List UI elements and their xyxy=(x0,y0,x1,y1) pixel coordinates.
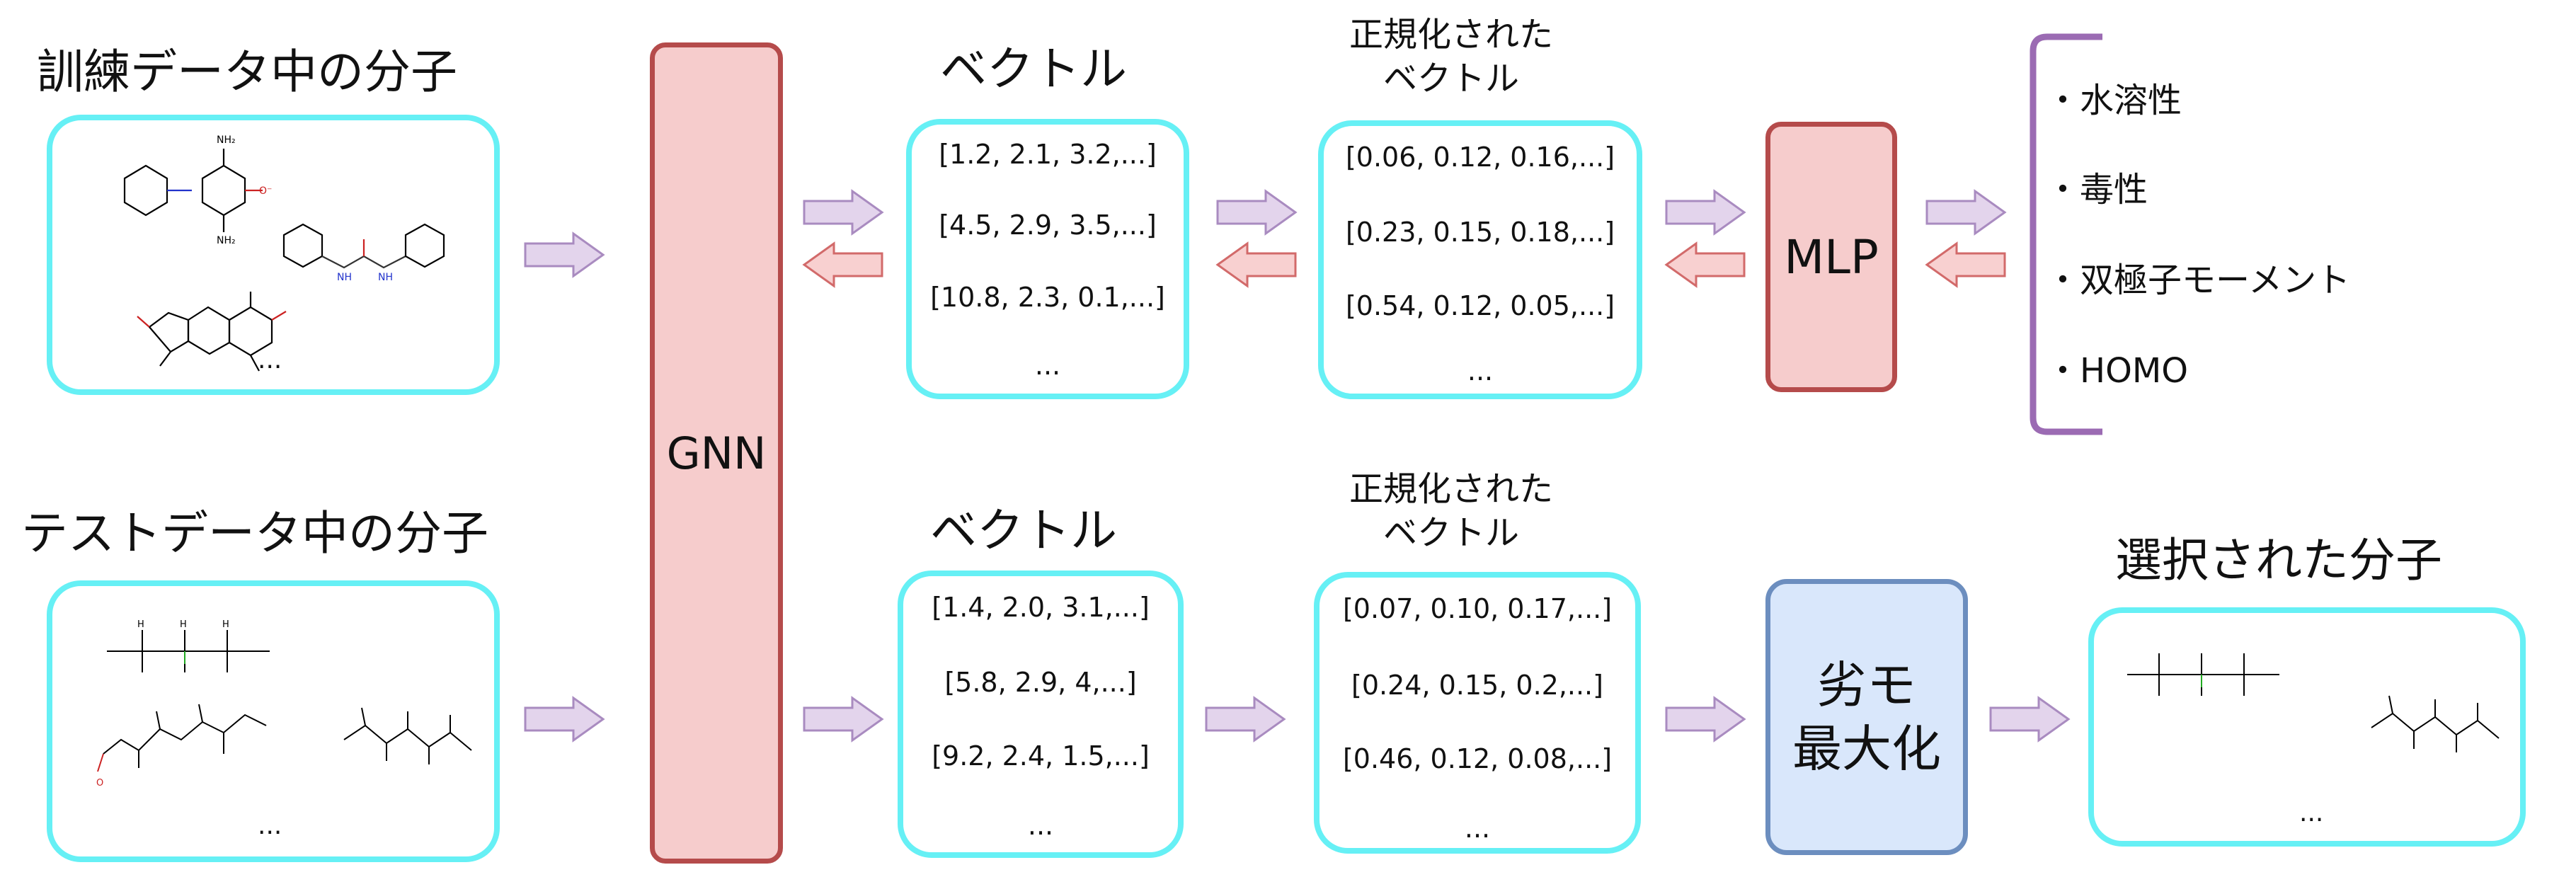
arrow-submodular-to-selected xyxy=(1989,697,2070,742)
arrow-vector-to-normalized-top xyxy=(1216,190,1297,235)
normalized-heading-top: 正規化された ベクトル xyxy=(1349,15,1553,98)
vector-heading-bottom: ベクトル xyxy=(930,503,1117,558)
property-item-1: ・水溶性 xyxy=(2046,81,2182,120)
arrow-mlp-to-properties xyxy=(1925,190,2006,235)
vector-row-top-3: [10.8, 2.3, 0.1,...] xyxy=(930,282,1165,313)
arrow-normalized-to-vector-top xyxy=(1216,242,1297,287)
normalized-row-bottom-3: [0.46, 0.12, 0.08,...] xyxy=(1342,743,1613,774)
arrow-train-to-gnn xyxy=(524,232,605,277)
piperidine-ring xyxy=(123,164,168,217)
vector-row-bottom-2: [5.8, 2.9, 4,...] xyxy=(944,667,1137,698)
arrow-test-to-gnn xyxy=(524,697,605,742)
vector-heading-top: ベクトル xyxy=(940,42,1127,96)
gnn-label: GNN xyxy=(666,427,767,479)
property-item-2: ・毒性 xyxy=(2046,170,2148,210)
property-item-3: ・双極子モーメント xyxy=(2046,260,2351,300)
arrow-normalized-to-submodular xyxy=(1665,697,1746,742)
arrow-properties-to-mlp xyxy=(1925,242,2006,287)
vector-box-bottom: [1.4, 2.0, 3.1,...] [5.8, 2.9, 4,...] [9… xyxy=(898,571,1184,858)
selected-molecules-heading: 選択された分子 xyxy=(2115,533,2442,587)
arrow-normalized-to-mlp xyxy=(1665,190,1746,235)
train-molecules-box: NH₂ O⁻ NH₂ NH NH ... xyxy=(47,115,500,395)
vector-row-top-1: [1.2, 2.1, 3.2,...] xyxy=(939,139,1157,170)
submodular-maximization-label: 劣モ 最大化 xyxy=(1792,656,1941,778)
h-label-2: H xyxy=(180,619,187,630)
vector-row-bottom-ellipsis: ... xyxy=(1027,810,1054,841)
arrow-vector-top-to-gnn xyxy=(803,242,883,287)
train-molecules-heading: 訓練データ中の分子 xyxy=(37,45,457,99)
amine-label-right: NH xyxy=(378,272,393,283)
amino-label-top: NH₂ xyxy=(217,134,236,146)
test-molecules-box: O H H H ... xyxy=(47,580,500,862)
normalized-row-top-3: [0.54, 0.12, 0.05,...] xyxy=(1345,290,1615,321)
n-oxide-label: O⁻ xyxy=(259,185,272,197)
properties-bracket xyxy=(2030,33,2102,435)
normalized-row-top-1: [0.06, 0.12, 0.16,...] xyxy=(1345,142,1615,173)
normalized-box-top: [0.06, 0.12, 0.16,...] [0.23, 0.15, 0.18… xyxy=(1318,120,1642,399)
test-molecules-heading: テストデータ中の分子 xyxy=(21,506,488,561)
normalized-heading-bottom: 正規化された ベクトル xyxy=(1349,469,1553,553)
normalized-row-top-ellipsis: ... xyxy=(1467,355,1494,386)
vector-row-bottom-1: [1.4, 2.0, 3.1,...] xyxy=(932,592,1150,623)
h-label-1: H xyxy=(137,619,144,630)
normalized-row-bottom-2: [0.24, 0.15, 0.2,...] xyxy=(1351,670,1603,701)
train-molecule-structures: NH₂ O⁻ NH₂ NH NH xyxy=(123,134,445,372)
h-label-3: H xyxy=(222,619,229,630)
mlp-label: MLP xyxy=(1784,229,1879,285)
vector-row-top-2: [4.5, 2.9, 3.5,...] xyxy=(939,210,1157,241)
aldehyde-o-label: O xyxy=(96,778,103,789)
property-item-4: ・HOMO xyxy=(2046,351,2189,391)
vector-row-top-ellipsis: ... xyxy=(1034,350,1061,381)
test-ellipsis: ... xyxy=(258,811,282,840)
vector-row-bottom-3: [9.2, 2.4, 1.5,...] xyxy=(932,740,1150,772)
submodular-maximization-box: 劣モ 最大化 xyxy=(1765,579,1968,855)
arrow-vector-to-normalized-bottom xyxy=(1205,697,1286,742)
normalized-box-bottom: [0.07, 0.10, 0.17,...] [0.24, 0.15, 0.2,… xyxy=(1314,572,1641,854)
test-molecule-structures: O H H H xyxy=(96,619,472,789)
selected-molecule-structures xyxy=(2127,653,2500,752)
arrow-mlp-to-normalized xyxy=(1665,242,1746,287)
selected-ellipsis: ... xyxy=(2299,798,2324,827)
phenyl-ring-right xyxy=(404,223,445,268)
selected-molecules-box: ... xyxy=(2088,607,2526,847)
normalized-row-bottom-1: [0.07, 0.10, 0.17,...] xyxy=(1342,593,1613,624)
amine-label-left: NH xyxy=(337,272,352,283)
train-ellipsis: ... xyxy=(258,345,282,374)
normalized-row-top-2: [0.23, 0.15, 0.18,...] xyxy=(1345,217,1615,248)
arrow-gnn-to-vector-bottom xyxy=(803,697,883,742)
vector-box-top: [1.2, 2.1, 3.2,...] [4.5, 2.9, 3.5,...] … xyxy=(906,119,1189,399)
normalized-row-bottom-ellipsis: ... xyxy=(1464,813,1491,844)
gnn-model: GNN xyxy=(650,42,783,864)
arrow-gnn-to-vector-top xyxy=(803,190,883,235)
mlp-model: MLP xyxy=(1765,122,1897,392)
amino-label-bottom: NH₂ xyxy=(217,235,236,246)
